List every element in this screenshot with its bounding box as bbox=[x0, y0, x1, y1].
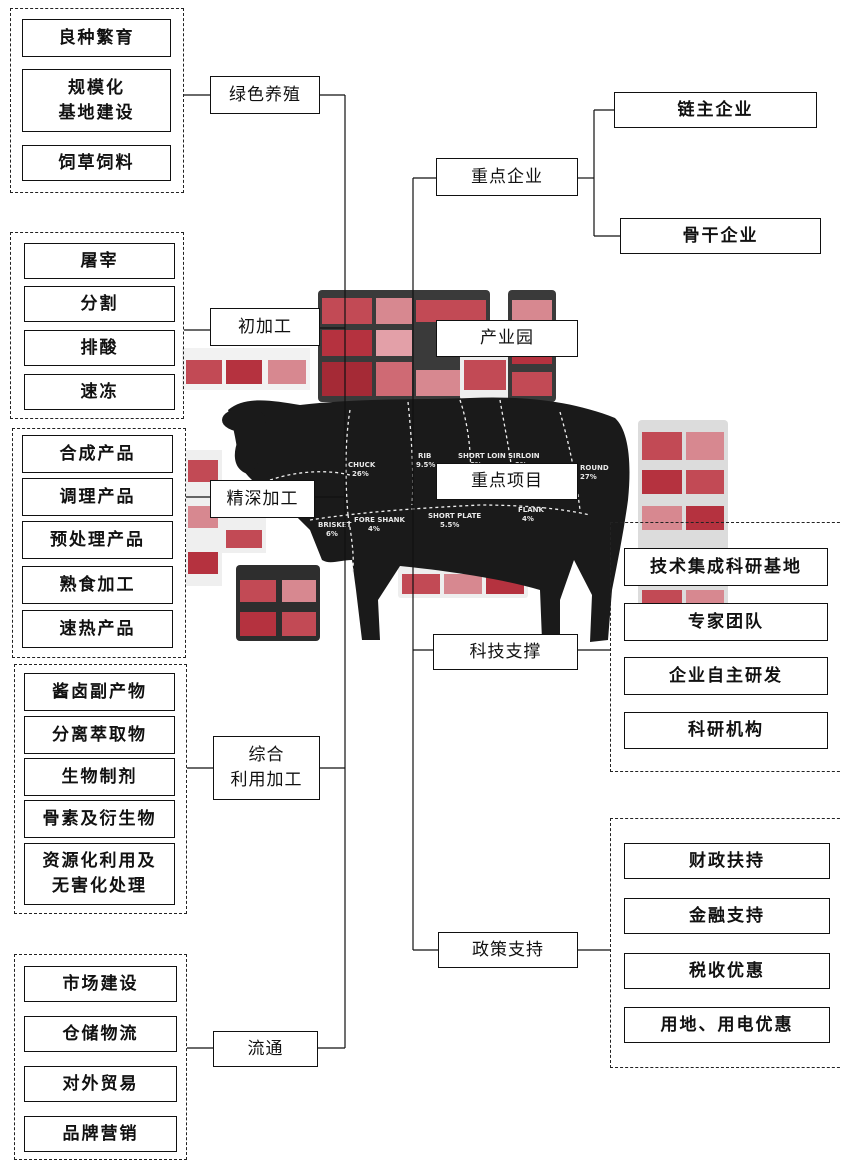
cut-label-short-loin: SHORT LOIN bbox=[458, 452, 506, 460]
item-expert-team: 专家团队 bbox=[624, 603, 828, 641]
cut-label-brisket: BRISKET bbox=[318, 521, 352, 529]
item-chain-leader: 链主企业 bbox=[614, 92, 817, 128]
cut-pct-fore-shank: 4% bbox=[368, 525, 380, 533]
item-slaughter: 屠宰 bbox=[24, 243, 175, 279]
node-policy-support: 政策支持 bbox=[438, 932, 578, 968]
cut-pct-rib: 9.5% bbox=[416, 461, 435, 469]
item-tech-research-base: 技术集成科研基地 bbox=[624, 548, 828, 586]
item-market-construction: 市场建设 bbox=[24, 966, 177, 1002]
cut-pct-brisket: 6% bbox=[326, 530, 338, 538]
item-backbone-enterprises: 骨干企业 bbox=[620, 218, 821, 254]
node-key-projects: 重点项目 bbox=[436, 463, 578, 500]
cut-label-sirloin: SIRLOIN bbox=[508, 452, 540, 460]
item-cooked-food: 熟食加工 bbox=[22, 566, 173, 604]
item-storage-logistics: 仓储物流 bbox=[24, 1016, 177, 1052]
cut-label-short-plate: SHORT PLATE bbox=[428, 512, 481, 520]
group-circulation bbox=[14, 954, 187, 1160]
item-brand-marketing: 品牌营销 bbox=[24, 1116, 177, 1152]
node-deep-processing: 精深加工 bbox=[210, 480, 315, 518]
item-pretreated-products: 预处理产品 bbox=[22, 521, 173, 559]
item-quick-heat-products: 速热产品 bbox=[22, 610, 173, 648]
cut-label-round: ROUND bbox=[580, 464, 609, 472]
group-policy-support bbox=[610, 818, 841, 1068]
item-synthetic-products: 合成产品 bbox=[22, 435, 173, 473]
group-tech-support bbox=[610, 522, 841, 772]
item-resource-utilization: 资源化利用及 无害化处理 bbox=[24, 843, 175, 905]
item-breeding: 良种繁育 bbox=[22, 19, 171, 57]
group-deep-processing bbox=[12, 428, 186, 658]
cut-pct-flank: 4% bbox=[522, 515, 534, 523]
node-key-enterprises: 重点企业 bbox=[436, 158, 578, 196]
item-forage: 饲草饲料 bbox=[22, 145, 171, 181]
item-land-power-incentives: 用地、用电优惠 bbox=[624, 1007, 830, 1043]
item-separation-extracts: 分离萃取物 bbox=[24, 716, 175, 754]
node-comprehensive-use: 综合 利用加工 bbox=[213, 736, 320, 800]
item-independent-rnd: 企业自主研发 bbox=[624, 657, 828, 695]
cut-pct-short-plate: 5.5% bbox=[440, 521, 459, 529]
node-green-breeding: 绿色养殖 bbox=[210, 76, 320, 114]
item-research-institutions: 科研机构 bbox=[624, 712, 828, 749]
item-prepared-products: 调理产品 bbox=[22, 478, 173, 516]
item-foreign-trade: 对外贸易 bbox=[24, 1066, 177, 1102]
cow-silhouette bbox=[222, 397, 630, 642]
item-cutting: 分割 bbox=[24, 286, 175, 322]
cut-pct-chuck: 26% bbox=[352, 470, 369, 478]
item-acid-removal: 排酸 bbox=[24, 330, 175, 366]
cut-label-rib: RIB bbox=[418, 452, 431, 460]
item-financial-support: 财政扶持 bbox=[624, 843, 830, 879]
item-bone-extract: 骨素及衍生物 bbox=[24, 800, 175, 838]
item-braised-byproducts: 酱卤副产物 bbox=[24, 673, 175, 711]
cut-label-fore-shank: FORE SHANK bbox=[354, 516, 406, 524]
cut-label-flank: FLANK bbox=[518, 506, 545, 514]
cut-pct-round: 27% bbox=[580, 473, 597, 481]
node-circulation: 流通 bbox=[213, 1031, 318, 1067]
group-green-breeding bbox=[10, 8, 184, 193]
item-scale-base: 规模化 基地建设 bbox=[22, 69, 171, 132]
node-industrial-park: 产业园 bbox=[436, 320, 578, 357]
node-tech-support: 科技支撑 bbox=[433, 634, 578, 670]
node-primary-processing: 初加工 bbox=[210, 308, 320, 346]
item-tax-incentives: 税收优惠 bbox=[624, 953, 830, 989]
item-finance-support: 金融支持 bbox=[624, 898, 830, 934]
item-biologics: 生物制剂 bbox=[24, 758, 175, 796]
item-quick-freeze: 速冻 bbox=[24, 374, 175, 410]
group-primary-processing bbox=[10, 232, 184, 419]
cut-label-chuck: CHUCK bbox=[348, 461, 376, 469]
group-comprehensive-use bbox=[14, 664, 187, 914]
